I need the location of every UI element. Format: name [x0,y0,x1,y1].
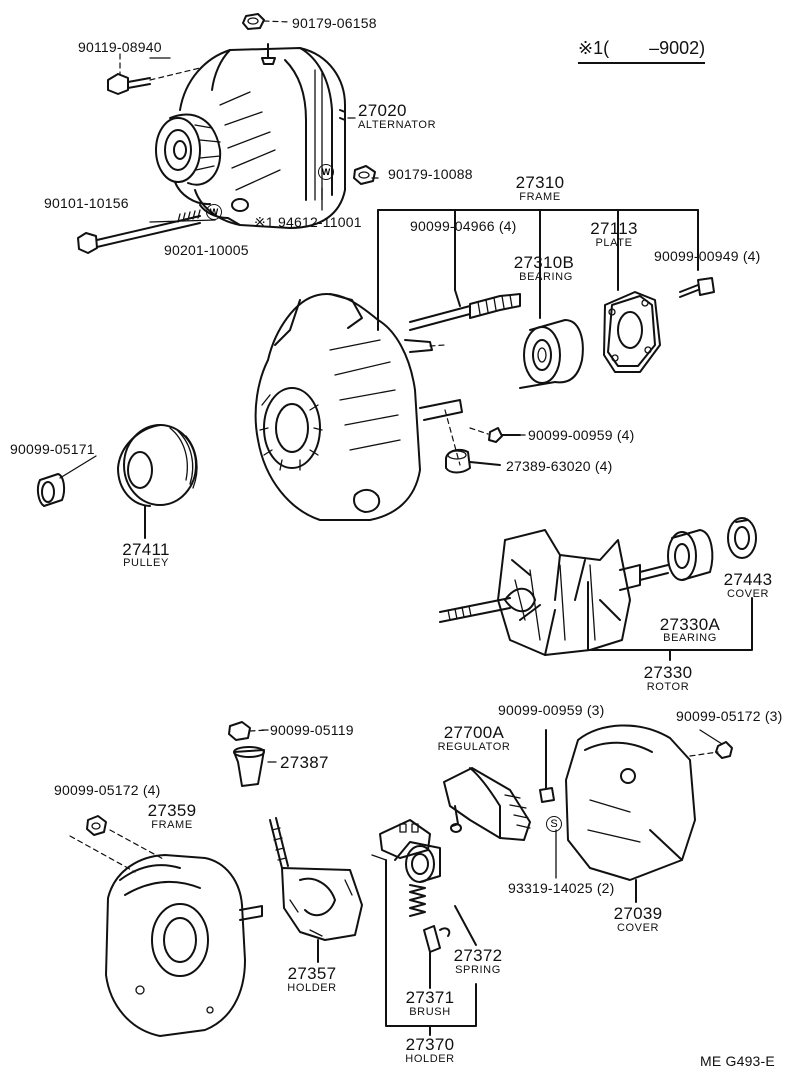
rear-frame-27359 [69,829,263,1037]
washer-90099-05171 [36,473,66,507]
name-pulley: PULLEY [123,557,169,569]
regulator-27700A [443,767,531,841]
holder-27357 [269,817,363,963]
label-90101-10156: 90101-10156 [44,195,129,211]
leader-lines [59,53,723,879]
name-cover-27039: COVER [616,922,660,934]
cover-27443 [727,517,757,559]
label-90099-05172-3: 90099-05172 (3) [676,708,783,724]
label-90099-05171: 90099-05171 [10,441,95,457]
stud-90099-04966 [409,289,521,331]
rotor-27330 [439,529,669,656]
insulator-27389-63020 [445,449,501,474]
nut-90099-05172-a [86,815,107,836]
bolt-90119-08940 [107,67,201,95]
label-27310: 27310 [515,173,565,192]
label-90099-05172-4: 90099-05172 (4) [54,782,161,798]
washer-mark-2: W [206,204,222,220]
applicability-note: ※1( –9002) [578,38,706,64]
name-alternator: ALTERNATOR [358,119,437,131]
drive-end-frame-drawing [254,293,463,521]
name-frame-27310: FRAME [519,191,561,203]
label-27039: 27039 [613,904,663,923]
spring-27372 [409,884,426,917]
bearing-27330A [667,529,714,581]
label-90179-06158: 90179-06158 [292,15,377,31]
label-94612-11001: ※1 94612-11001 [254,214,362,230]
screw-90099-00959-b [539,729,555,803]
label-90099-00959-4: 90099-00959 (4) [528,427,635,443]
name-holder-27357: HOLDER [287,982,337,994]
label-27310B: 27310B [513,253,575,272]
insulator-27387 [233,746,265,787]
label-27330A: 27330A [659,615,721,634]
label-27330: 27330 [643,663,693,682]
label-90099-00959-3: 90099-00959 (3) [498,702,605,718]
nut-90179-10088 [353,165,376,185]
label-27389-63020: 27389-63020 (4) [506,458,613,474]
name-cover-27443: COVER [726,588,770,600]
nut-90099-05172-b [715,741,733,759]
label-27371: 27371 [405,988,455,1007]
name-frame-27359: FRAME [151,819,193,831]
screw-90099-00949 [679,277,715,298]
footer-code: ME G493-E [700,1053,775,1069]
label-27372: 27372 [453,946,503,965]
rear-cover-27039 [565,724,719,903]
label-90099-04966: 90099-04966 (4) [410,218,517,234]
nut-90099-05119 [228,721,269,741]
plate-27113 [603,291,661,373]
long-bolt-90101-10156 [77,209,201,254]
bearing-27310B [519,319,584,389]
name-regulator: REGULATOR [437,741,511,753]
label-27357: 27357 [287,964,337,983]
seal-mark: S [546,816,562,832]
label-27020: 27020 [358,101,407,120]
label-27113: 27113 [590,219,638,238]
name-spring: SPRING [455,964,501,976]
label-27359: 27359 [147,801,197,820]
name-plate: PLATE [595,237,633,249]
label-27411: 27411 [122,540,170,559]
label-93319-14025: 93319-14025 (2) [508,880,615,896]
label-90099-00949: 90099-00949 (4) [654,248,761,264]
name-bearing-27310B: BEARING [519,271,573,283]
brush-27371 [423,925,451,953]
label-27387: 27387 [280,753,329,772]
label-27700A: 27700A [443,723,505,742]
label-90201-10005: 90201-10005 [164,242,249,258]
label-27370: 27370 [405,1035,455,1054]
name-brush: BRUSH [409,1006,451,1018]
name-bearing-27330A: BEARING [663,632,717,644]
nut-90179-06158 [242,13,291,30]
label-90119-08940: 90119-08940 [78,39,162,55]
name-holder-27370: HOLDER [405,1053,455,1065]
pulley-27411 [117,424,198,539]
label-27443: 27443 [723,570,773,589]
label-90099-05119: 90099-05119 [270,722,354,738]
brush-holder-27370 [379,819,441,883]
alternator-assembly-drawing [155,43,346,229]
name-rotor: ROTOR [646,681,690,693]
label-90179-10088: 90179-10088 [388,166,473,182]
washer-mark-1: W [318,164,334,180]
screw-90099-00959 [469,427,521,443]
